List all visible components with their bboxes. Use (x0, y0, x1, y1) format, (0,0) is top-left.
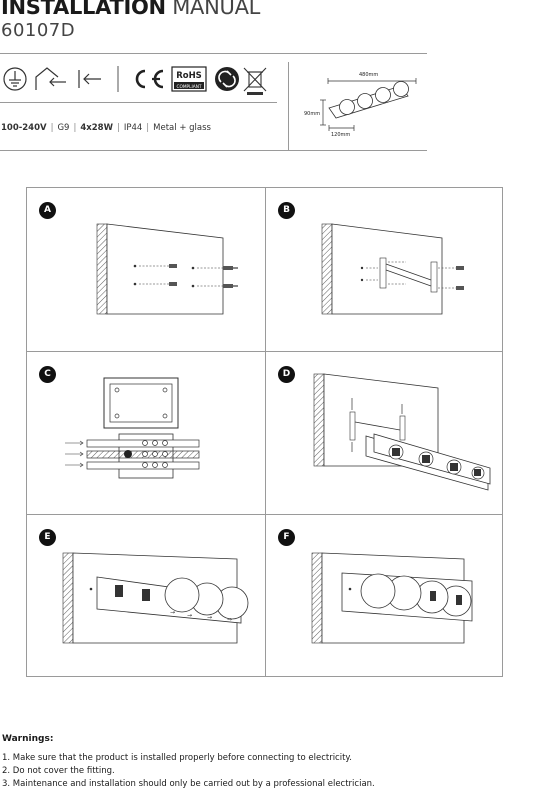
indoor-use-icon (35, 67, 66, 90)
step-f-badge: F (278, 529, 295, 546)
svg-text:COMPLIANT: COMPLIANT (176, 84, 201, 90)
step-a-badge: A (39, 202, 56, 219)
warnings-title: Warnings: (2, 734, 54, 744)
spec-divider (0, 150, 427, 151)
title-light: MANUAL (172, 0, 261, 19)
dim-width: 480mm (359, 72, 378, 78)
step-e: E → → → → (27, 515, 265, 678)
certification-icons: RoHS COMPLIANT (3, 66, 267, 95)
svg-text:→: → (187, 612, 192, 619)
header-divider (0, 53, 427, 54)
recycle-icon (215, 67, 239, 91)
spec-material: Metal + glass (153, 123, 211, 133)
spec-socket: G9 (57, 123, 70, 133)
warning-item-3: 3. Maintenance and installation should o… (2, 779, 375, 789)
spec-ip: IP44 (123, 123, 143, 133)
vertical-divider (288, 62, 289, 150)
svg-text:RoHS: RoHS (176, 71, 202, 81)
title-bold: INSTALLATION (1, 0, 166, 19)
rohs-icon: RoHS COMPLIANT (171, 66, 207, 92)
weee-bin-icon (243, 67, 267, 95)
step-f: F (266, 515, 504, 678)
dim-height: 90mm (304, 111, 320, 117)
page-title: INSTALLATION MANUAL (1, 0, 260, 20)
step-b-badge: B (278, 202, 295, 219)
warning-item-1: 1. Make sure that the product is install… (2, 753, 352, 763)
step-e-badge: E (39, 529, 56, 546)
warning-item-2: 2. Do not cover the fitting. (2, 766, 115, 776)
step-d: D (266, 352, 504, 515)
step-d-badge: D (278, 366, 295, 383)
icon-divider (0, 102, 277, 103)
svg-text:→: → (170, 609, 175, 616)
step-b: B (266, 188, 504, 351)
step-a: A (27, 188, 265, 351)
step-c-badge: C (39, 366, 56, 383)
spec-wattage: 4x28W (80, 123, 113, 133)
model-number: 60107D (1, 20, 76, 41)
installation-steps-grid: A B (26, 187, 503, 677)
svg-text:→: → (227, 616, 232, 623)
ce-mark-icon (135, 69, 164, 89)
earth-ground-icon (3, 67, 27, 91)
dim-depth: 120mm (331, 132, 350, 138)
arrow-left-icon (78, 70, 101, 88)
step-c: C (27, 352, 265, 515)
svg-text:→: → (207, 614, 212, 621)
dimension-drawing: 480mm 90mm 120mm (304, 72, 417, 138)
spec-voltage: 100-240V (1, 123, 47, 133)
spec-line: 100-240V|G9|4x28W|IP44|Metal + glass (1, 123, 211, 133)
